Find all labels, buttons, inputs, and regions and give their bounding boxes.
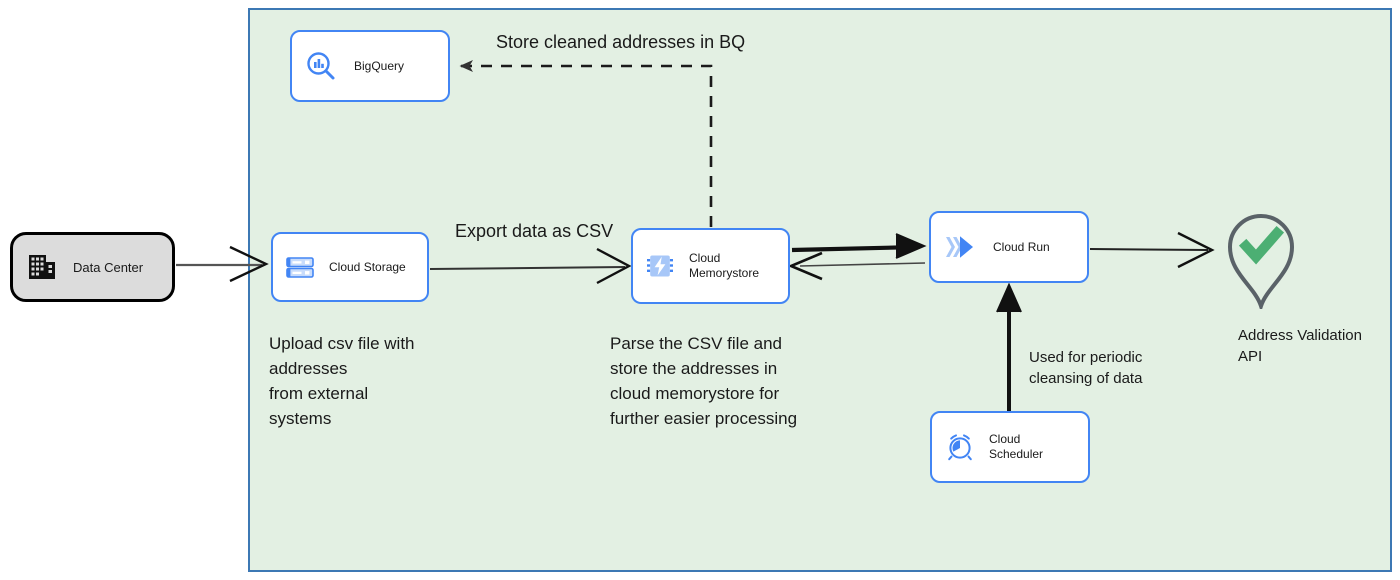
annotation-parse-csv-note: Parse the CSV file and store the address… bbox=[610, 334, 798, 428]
node-cloud-run[interactable]: Cloud Run bbox=[929, 211, 1089, 283]
node-label-cloud-run: Cloud Run bbox=[993, 239, 1050, 254]
map-pin-check-icon bbox=[1227, 214, 1295, 313]
bigquery-magnifier-icon bbox=[304, 49, 338, 83]
node-cloud-scheduler[interactable]: Cloud Scheduler bbox=[930, 411, 1090, 483]
node-label-cloud-storage: Cloud Storage bbox=[329, 259, 406, 274]
edge-label-export-data-csv: Export data as CSV bbox=[455, 221, 614, 241]
edge-label-periodic-cleansing: Used for periodic cleansing of data bbox=[1029, 349, 1143, 387]
node-label-cloud-scheduler: Cloud Scheduler bbox=[989, 432, 1044, 461]
cloud-run-icon bbox=[943, 231, 977, 263]
cloud-region bbox=[248, 8, 1392, 572]
building-icon bbox=[25, 250, 59, 284]
address-validation-api-icon-group[interactable] bbox=[1222, 207, 1300, 313]
node-data-center[interactable]: Data Center bbox=[10, 232, 175, 302]
cloud-scheduler-clock-icon bbox=[944, 431, 976, 463]
memorystore-chip-icon bbox=[644, 250, 676, 282]
address-validation-api-label: Address Validation API bbox=[1238, 327, 1362, 365]
node-bigquery[interactable]: BigQuery bbox=[290, 30, 450, 102]
node-cloud-memorystore[interactable]: Cloud Memorystore bbox=[631, 228, 790, 304]
cloud-storage-bucket-icon bbox=[284, 251, 316, 283]
node-label-bigquery: BigQuery bbox=[354, 58, 405, 73]
node-label-cloud-memorystore: Cloud Memorystore bbox=[689, 251, 760, 280]
node-cloud-storage[interactable]: Cloud Storage bbox=[271, 232, 429, 302]
edge-label-store-cleaned-bq: Store cleaned addresses in BQ bbox=[496, 32, 746, 52]
node-label-data-center: Data Center bbox=[73, 259, 144, 275]
annotation-upload-csv-note: Upload csv file with addresses from exte… bbox=[269, 334, 415, 428]
